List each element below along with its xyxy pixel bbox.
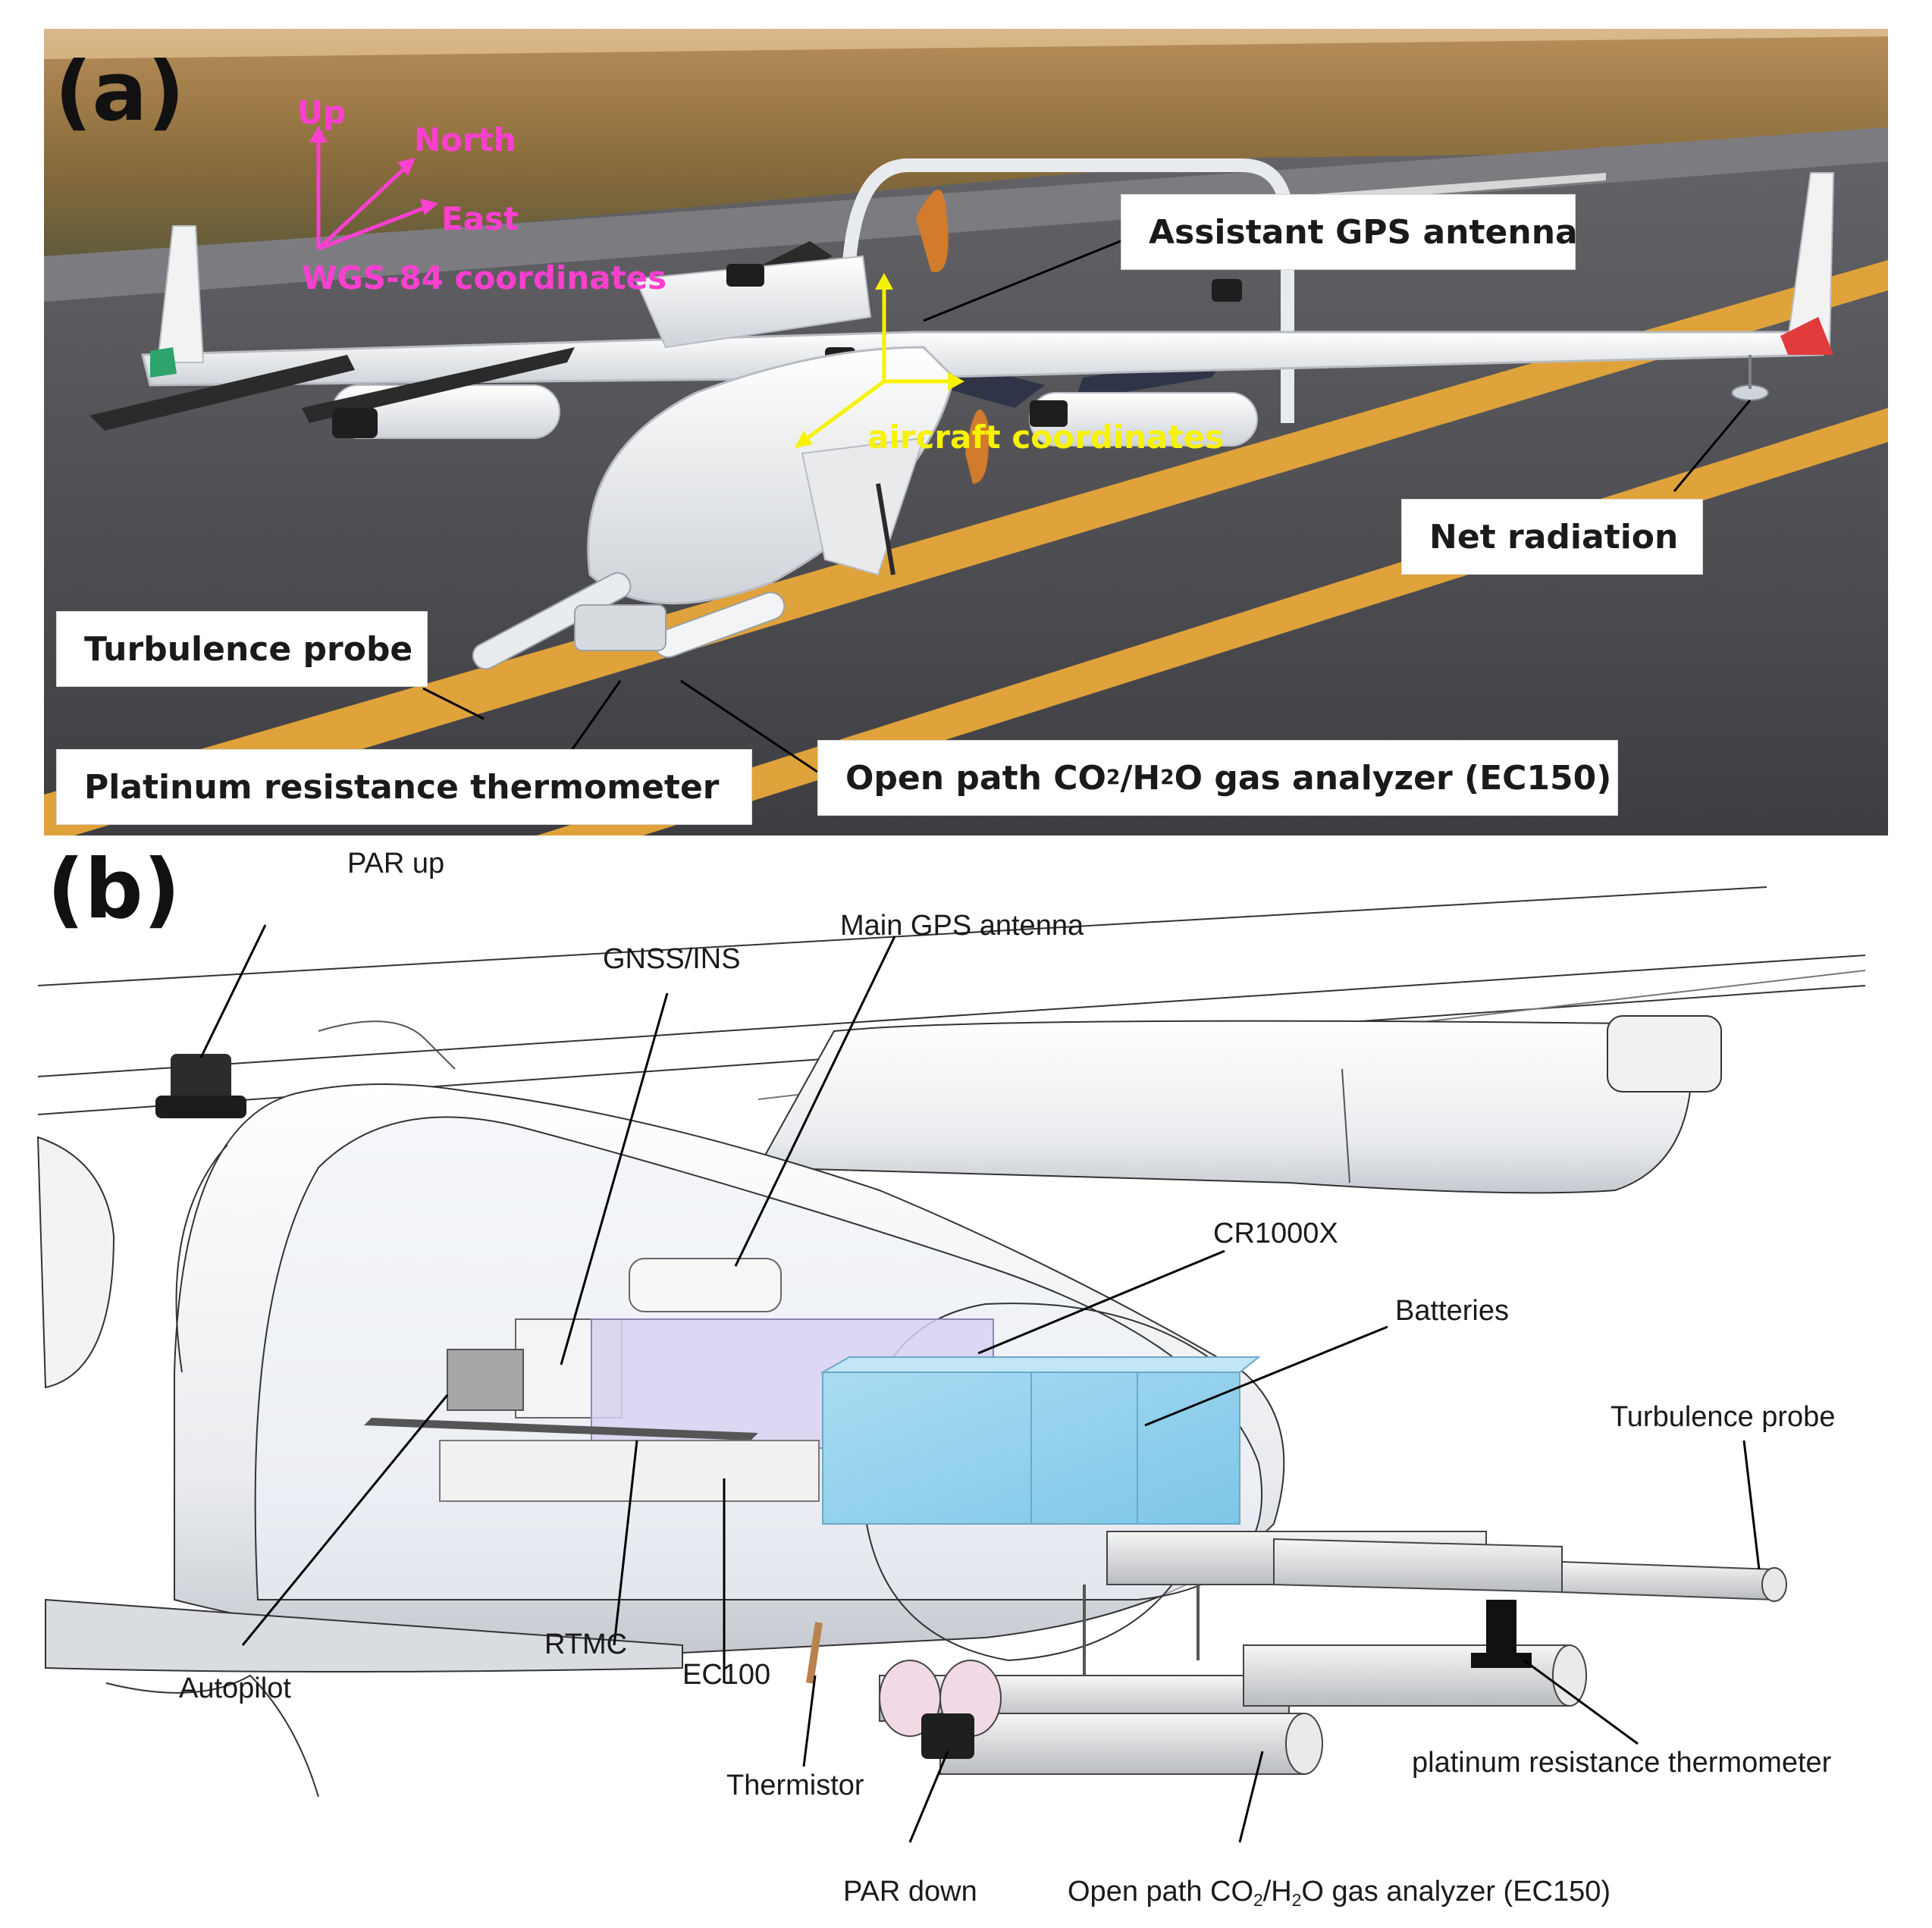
callout-platinum-resistance-thermometer: Platinum resistance thermometer — [56, 749, 752, 825]
label-rtmc: RTMC — [544, 1629, 628, 1660]
callout-turbulence-probe: Turbulence probe — [56, 611, 428, 687]
panel-b-letter: (b) — [47, 842, 181, 937]
wgs84-north-label: North — [414, 121, 516, 158]
label-par-down: PAR down — [843, 1876, 977, 1908]
label-gnss-ins: GNSS/INS — [603, 943, 741, 975]
wgs84-east-label: East — [441, 200, 519, 237]
callout-net-radiation: Net radiation — [1401, 499, 1703, 575]
label-batteries: Batteries — [1395, 1295, 1509, 1327]
label-thermistor: Thermistor — [726, 1770, 864, 1801]
wgs84-up-label: Up — [297, 94, 347, 131]
wgs84-coordinates-label: WGS-84 coordinates — [302, 259, 667, 296]
panel-a-letter: (a) — [55, 45, 185, 140]
aircraft-coordinates-label: aircraft coordinates — [867, 419, 1224, 456]
label-autopilot: Autopilot — [179, 1673, 291, 1704]
label-par-up: PAR up — [347, 848, 445, 879]
label-gas-analyzer: Open path CO2/H2O gas analyzer (EC150) — [1068, 1876, 1611, 1910]
panel-b-cad — [36, 886, 1866, 1843]
label-platinum-resistance-thermometer: platinum resistance thermometer — [1412, 1747, 1832, 1779]
label-turbulence-probe: Turbulence probe — [1611, 1401, 1836, 1433]
callout-assistant-gps-antenna: Assistant GPS antenna — [1121, 194, 1578, 270]
label-main-gps-antenna: Main GPS antenna — [840, 910, 1084, 942]
label-ec100: EC100 — [682, 1659, 771, 1691]
label-cr1000x: CR1000X — [1213, 1218, 1338, 1249]
